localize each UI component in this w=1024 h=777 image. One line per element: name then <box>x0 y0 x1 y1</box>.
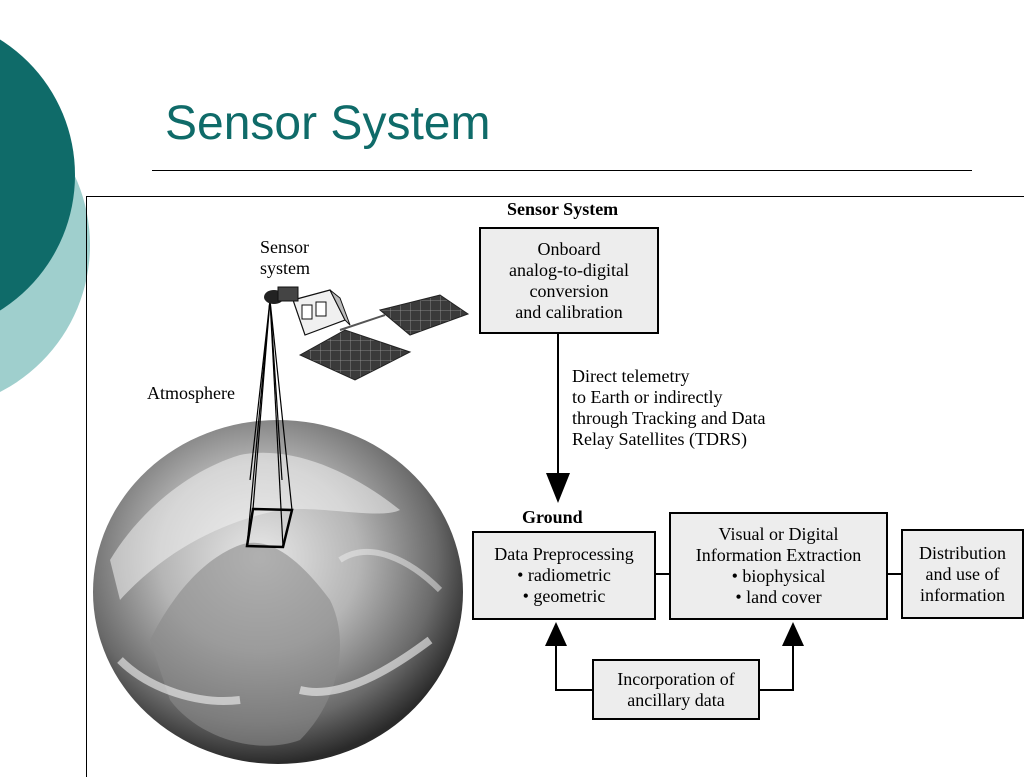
title-divider <box>152 170 972 171</box>
ancillary-arrows <box>545 622 804 691</box>
distribution-box: Distribution and use of information <box>901 529 1024 619</box>
box-line: • land cover <box>735 587 822 607</box>
information-extraction-box: Visual or Digital Information Extraction… <box>669 512 888 620</box>
dark-teal-circle <box>0 39 75 311</box>
sensor-system-header: Sensor System <box>507 199 619 219</box>
box-line: • radiometric <box>517 565 611 585</box>
telemetry-line: through Tracking and Data <box>572 408 766 428</box>
box-line: analog-to-digital <box>509 259 629 280</box>
box-line: Onboard <box>537 238 601 259</box>
box-line: and calibration <box>515 301 623 322</box>
field-of-view-lines <box>246 299 293 548</box>
box-line: Data Preprocessing <box>494 544 634 564</box>
box-line: Visual or Digital <box>718 524 839 544</box>
satellite-label-line1: Sensor <box>260 237 309 257</box>
telemetry-arrow <box>546 333 570 503</box>
satellite-label-line2: system <box>260 258 311 278</box>
figure-frame <box>86 196 1024 777</box>
telemetry-line: to Earth or indirectly <box>572 387 723 407</box>
ground-label: Ground <box>522 507 583 527</box>
box-line: • geometric <box>522 586 606 606</box>
box-line: information <box>920 584 1005 605</box>
box-line: Information Extraction <box>695 545 862 565</box>
earth-image <box>93 420 463 764</box>
onboard-conversion-box: Onboard analog-to-digital conversion and… <box>479 227 659 334</box>
data-preprocessing-box: Data Preprocessing • radiometric • geome… <box>472 531 656 620</box>
box-line: conversion <box>529 280 609 301</box>
box-line: Incorporation of <box>617 668 735 689</box>
slide-title: Sensor System <box>165 97 491 150</box>
satellite-icon <box>264 286 470 381</box>
box-line: ancillary data <box>627 689 725 710</box>
box-line: • biophysical <box>731 566 826 586</box>
ancillary-data-box: Incorporation of ancillary data <box>592 659 760 720</box>
box-line: Distribution <box>918 542 1006 563</box>
atmosphere-label: Atmosphere <box>147 383 235 403</box>
box-line: and use of <box>925 563 1000 584</box>
telemetry-line: Relay Satellites (TDRS) <box>572 429 747 449</box>
telemetry-line: Direct telemetry <box>572 366 690 386</box>
